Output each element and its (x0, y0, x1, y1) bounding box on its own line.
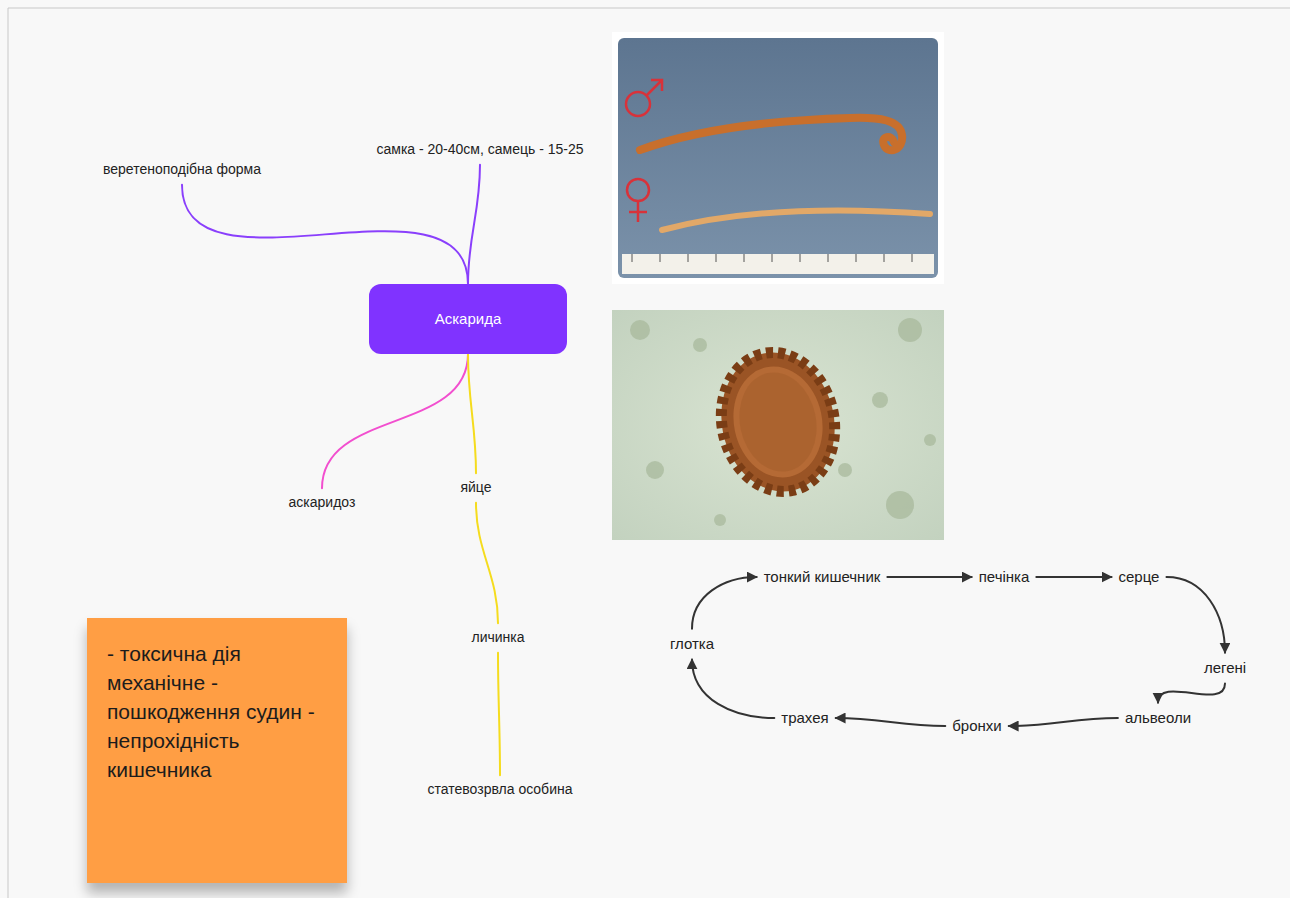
stage-label: статевозрвла особина (425, 779, 576, 801)
cycle-arrow (692, 577, 757, 629)
organ-label: серце (1116, 566, 1163, 589)
organ-label: альвеоли (1122, 707, 1194, 730)
organ-label: печінка (976, 566, 1033, 589)
stage-label: личинка (468, 627, 527, 649)
cycle-arrow (836, 718, 946, 726)
branch-line (182, 185, 468, 284)
debris (630, 318, 936, 526)
organ-label: бронхи (949, 715, 1004, 738)
branch-line (468, 165, 480, 284)
node-text: легені (1204, 659, 1246, 678)
frame-line (8, 8, 1290, 9)
female-symbol (627, 179, 649, 222)
organ-label: трахея (778, 707, 831, 730)
organ-label: тонкий кишечник (761, 566, 884, 589)
cycle-arrow (1036, 576, 1111, 578)
branch-line (322, 354, 468, 488)
photo-background (612, 310, 944, 540)
male-symbol (626, 80, 662, 116)
node-text: серце (1119, 568, 1160, 587)
organ-label: легені (1201, 657, 1249, 680)
worm-photo (612, 32, 944, 284)
cycle-arrow (692, 659, 774, 718)
node-text: веретеноподібна форма (103, 161, 261, 179)
branch-label: аскаридоз (286, 492, 359, 514)
node-text: личинка (471, 629, 524, 647)
cycle-arrow (1166, 577, 1225, 653)
ruler (622, 254, 934, 274)
node-text: статевозрвла особина (428, 781, 573, 799)
cycle-arrow (1009, 718, 1118, 726)
node-text: глотка (670, 635, 714, 654)
ruler-ticks (632, 254, 912, 262)
egg-photo (612, 310, 944, 540)
ascaris-egg (709, 342, 848, 502)
photo-background (618, 38, 938, 278)
branch-line (498, 653, 500, 776)
sticky-note: - токсична дія механічне - пошкодження с… (87, 618, 347, 883)
node-text: альвеоли (1125, 709, 1191, 728)
stage-label: яйце (457, 477, 494, 499)
node-text: трахея (781, 709, 828, 728)
branch-line (476, 503, 498, 624)
node-text: самка - 20-40см, самець - 15-25 (376, 141, 583, 159)
central-topic: Аскарида (369, 284, 567, 354)
cycle-arrow (887, 576, 971, 578)
male-worm (640, 118, 902, 150)
node-text: - токсична дія механічне - пошкодження с… (107, 640, 327, 785)
node-text: аскаридоз (289, 494, 356, 512)
branch-label: веретеноподібна форма (100, 159, 264, 181)
branch-label: самка - 20-40см, самець - 15-25 (373, 139, 586, 161)
node-text: яйце (460, 479, 491, 497)
cycle-arrow (1158, 683, 1225, 702)
node-text: тонкий кишечник (764, 568, 881, 587)
organ-label: глотка (667, 633, 717, 656)
branch-line (468, 354, 476, 473)
frame-line (8, 8, 9, 898)
node-text: печінка (979, 568, 1030, 587)
node-text: Аскарида (435, 310, 502, 329)
female-worm (662, 211, 930, 230)
node-text: бронхи (952, 717, 1001, 736)
photo-frame (612, 32, 944, 284)
